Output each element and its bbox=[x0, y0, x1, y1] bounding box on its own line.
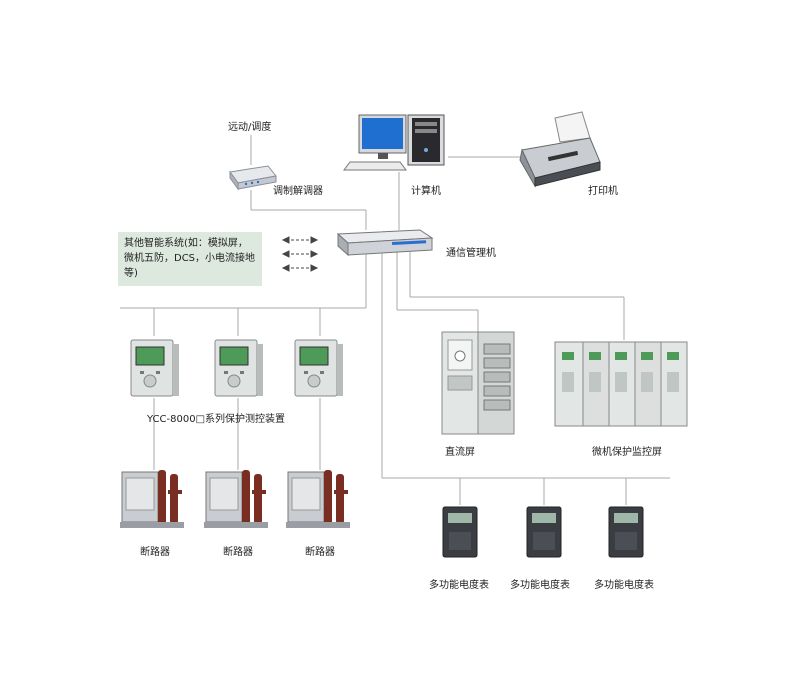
comm-manager-label: 通信管理机 bbox=[446, 248, 496, 259]
meter-3-icon bbox=[608, 506, 644, 558]
breaker-2-icon bbox=[204, 470, 268, 528]
breaker-3-label: 断路器 bbox=[305, 547, 335, 558]
monitor-panel-icon bbox=[554, 341, 688, 427]
printer-label: 打印机 bbox=[588, 186, 618, 197]
meter-1-label: 多功能电度表 bbox=[429, 580, 489, 591]
monitor-panel-label: 微机保护监控屏 bbox=[592, 447, 662, 458]
protection-device-3-icon bbox=[294, 339, 343, 397]
printer-icon bbox=[519, 111, 601, 188]
breaker-1-icon bbox=[120, 470, 184, 528]
meter-3-label: 多功能电度表 bbox=[594, 580, 654, 591]
remote-label: 远动/调度 bbox=[228, 122, 272, 133]
protection-device-1-icon bbox=[130, 339, 179, 397]
modem-label: 调制解调器 bbox=[273, 186, 323, 197]
meter-2-label: 多功能电度表 bbox=[510, 580, 570, 591]
computer-label: 计算机 bbox=[411, 186, 441, 197]
modem-icon bbox=[229, 165, 277, 191]
breaker-3-icon bbox=[286, 470, 350, 528]
other-systems-note: 其他智能系统(如：模拟屏，微机五防，DCS，小电流接地等) bbox=[118, 232, 262, 286]
dc-panel-icon bbox=[441, 331, 515, 435]
protection-device-2-icon bbox=[214, 339, 263, 397]
double-arrow-icons bbox=[281, 236, 319, 272]
meter-1-icon bbox=[442, 506, 478, 558]
dc-panel-label: 直流屏 bbox=[445, 447, 475, 458]
computer-icon bbox=[343, 114, 445, 171]
breaker-1-label: 断路器 bbox=[140, 547, 170, 558]
meter-2-icon bbox=[526, 506, 562, 558]
connection-lines bbox=[120, 135, 670, 505]
protection-device-label: YCC-8000□系列保护测控装置 bbox=[147, 414, 286, 425]
breaker-2-label: 断路器 bbox=[223, 547, 253, 558]
comm-manager-icon bbox=[336, 229, 434, 257]
